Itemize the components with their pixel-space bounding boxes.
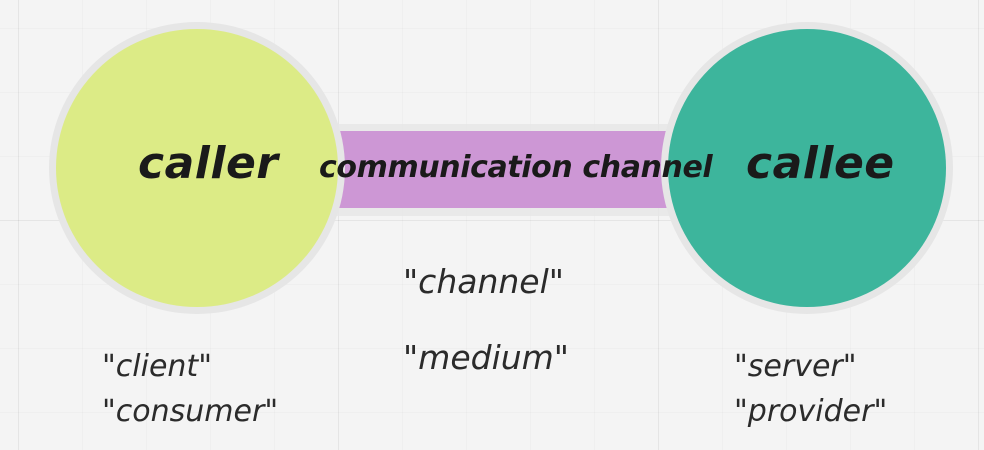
callee-alias-server: "server" [734, 349, 857, 384]
callee-alias-provider: "provider" [734, 394, 888, 429]
caller-alias-consumer: "consumer" [102, 394, 279, 429]
channel-label: communication channel [319, 150, 713, 185]
channel-alias-channel: "channel" [403, 262, 564, 301]
caller-node [56, 29, 338, 307]
callee-label: callee [746, 138, 895, 189]
callee-node [668, 29, 946, 307]
channel-alias-medium: "medium" [403, 338, 569, 377]
channel-bar [290, 131, 715, 208]
caller-alias-client: "client" [102, 349, 212, 384]
caller-label: caller [138, 138, 279, 189]
